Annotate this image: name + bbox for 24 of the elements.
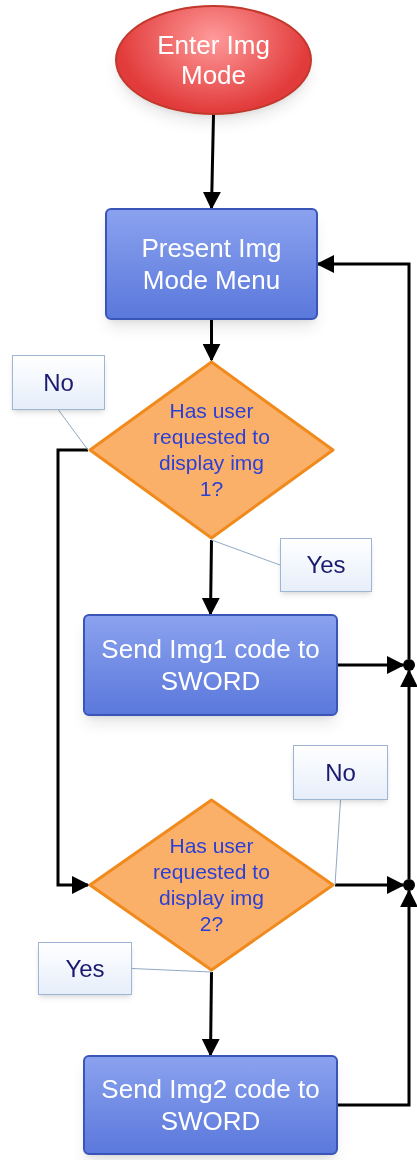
note-callout: No (293, 745, 388, 800)
note-callout: Yes (280, 538, 372, 592)
decision-text: Has user requested to display img 1? (152, 398, 271, 502)
decision-text: Has user requested to display img 2? (152, 833, 271, 937)
arrow (202, 114, 221, 210)
leader-line (211, 539, 281, 566)
arrow (338, 889, 417, 1107)
arrow (202, 320, 221, 362)
arrow (316, 255, 411, 659)
leader-line (58, 409, 89, 451)
arrow (201, 539, 220, 616)
note-callout: Yes (38, 942, 132, 995)
process-box: Send Img2 code to SWORD (83, 1055, 338, 1155)
process-box: Present Img Mode Menu (105, 208, 318, 320)
arrow (56, 448, 90, 894)
leader-line (131, 968, 212, 973)
process-box: Send Img1 code to SWORD (83, 614, 338, 716)
note-callout: No (12, 355, 105, 410)
arrow (335, 876, 405, 894)
start-ellipse: Enter Img Mode (115, 5, 312, 115)
arrow (201, 971, 220, 1057)
arrow (338, 656, 405, 674)
arrow (400, 669, 417, 879)
leader-line (334, 799, 341, 886)
